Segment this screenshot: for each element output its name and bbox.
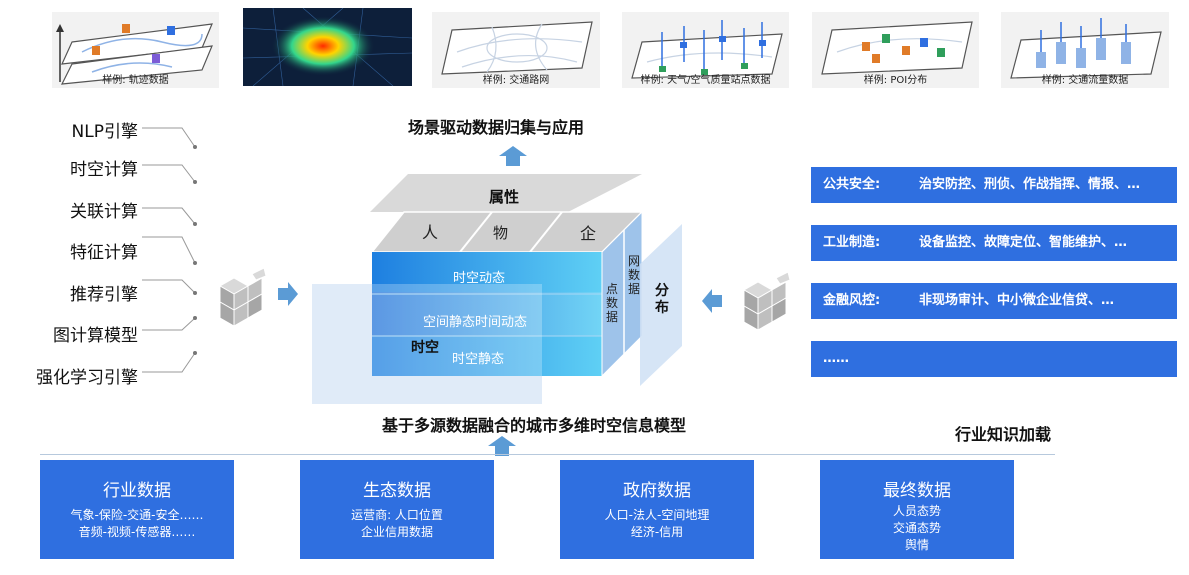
data-box-line: 人员态势	[892, 504, 941, 518]
data-cube-diagram	[312, 174, 682, 404]
industry-key: ……	[823, 351, 849, 366]
data-box-line: 经济-信用	[630, 525, 684, 539]
engine-connectors	[142, 127, 197, 373]
engine-recommend: 推荐引擎	[70, 285, 138, 305]
industry-data-box: 行业数据 气象-保险-交通-安全…… 音频-视频-传感器……	[40, 460, 234, 559]
engine-feature: 特征计算	[70, 243, 138, 263]
industry-value: 设备监控、故障定位、智能维护、…	[919, 235, 1128, 250]
poi-map-icon	[821, 21, 973, 75]
thumbnail-caption: 样例: 交通路网	[482, 75, 550, 86]
arrow-up-icon	[488, 436, 516, 456]
industry-key: 公共安全:	[823, 177, 881, 192]
industry-key: 工业制造:	[823, 235, 881, 250]
data-box-title: 最终数据	[883, 481, 951, 501]
engine-nlp: NLP引擎	[71, 122, 138, 142]
divider-line	[40, 454, 1055, 455]
thumbnail-caption: 样例: 天气/空气质量站点数据	[640, 75, 771, 86]
data-box-title: 政府数据	[623, 481, 691, 501]
arrow-right-icon	[278, 282, 298, 306]
ecosystem-data-box: 生态数据 运营商: 人口位置 企业信用数据	[300, 460, 494, 559]
spacetime-label: 时空	[411, 340, 439, 356]
industry-value: 非现场审计、中小微企业信贷、…	[919, 293, 1115, 308]
data-box-line: 音频-视频-传感器……	[78, 525, 196, 539]
distribution-label: 分布	[655, 283, 669, 316]
industry-value: 治安防控、刑侦、作战指挥、情报、…	[919, 177, 1141, 192]
heatmap-image	[243, 8, 412, 86]
point-data-label: 点数据	[606, 282, 619, 324]
industry-more: ……	[811, 341, 1177, 377]
attribute-label: 属性	[489, 188, 520, 206]
industry-manufacturing: 工业制造: 设备监控、故障定位、智能维护、…	[811, 225, 1177, 261]
arrow-left-icon	[702, 289, 722, 313]
attribute-person: 人	[422, 223, 439, 242]
final-data-box: 最终数据 人员态势 交通态势 舆情	[820, 460, 1014, 559]
layer-dynamic: 时空动态	[453, 271, 506, 286]
data-box-line: 交通态势	[892, 521, 941, 535]
arrow-up-icon	[499, 146, 527, 166]
thumbnail-caption: 样例: POI分布	[863, 75, 928, 86]
data-box-line: 企业信用数据	[360, 525, 433, 539]
layer-semi-static: 空间静态时间动态	[423, 315, 528, 330]
attribute-enterprise: 企	[580, 224, 597, 243]
thumbnail-weather-stations: 样例: 天气/空气质量站点数据	[622, 12, 789, 88]
cube-blocks-icon	[742, 272, 791, 331]
thumbnail-caption: 样例: 交通流量数据	[1041, 75, 1129, 86]
industry-public-safety: 公共安全: 治安防控、刑侦、作战指挥、情报、…	[811, 167, 1177, 203]
thumbnail-road-network: 样例: 交通路网	[432, 12, 600, 88]
government-data-box: 政府数据 人口-法人-空间地理 经济-信用	[560, 460, 754, 559]
data-box-line: 运营商: 人口位置	[351, 508, 443, 522]
attribute-object: 物	[493, 224, 509, 242]
thumbnail-caption: 样例: 轨迹数据	[102, 75, 169, 86]
data-box-line: 舆情	[904, 538, 929, 552]
knowledge-label: 行业知识加载	[955, 425, 1052, 444]
data-box-title: 生态数据	[363, 481, 431, 501]
thumbnail-trajectory: 样例: 轨迹数据	[52, 12, 219, 88]
engine-graph: 图计算模型	[53, 326, 138, 346]
cube-blocks-icon	[218, 268, 267, 327]
industry-financial-risk: 金融风控: 非现场审计、中小微企业信贷、…	[811, 283, 1177, 319]
industry-key: 金融风控:	[823, 293, 881, 308]
data-box-line: 气象-保险-交通-安全……	[70, 508, 204, 522]
thumbnail-traffic-flow: 样例: 交通流量数据	[1001, 12, 1169, 88]
data-box-title: 行业数据	[103, 481, 171, 501]
layer-static: 时空静态	[452, 352, 505, 367]
thumbnail-poi: 样例: POI分布	[812, 12, 979, 88]
road-network-icon	[441, 21, 593, 75]
scenario-title: 场景驱动数据归集与应用	[408, 118, 585, 137]
engine-spatiotemporal: 时空计算	[70, 160, 138, 180]
traffic-flow-icon	[1010, 18, 1162, 79]
trajectory-map-icon	[56, 23, 213, 85]
engine-rl: 强化学习引擎	[36, 368, 138, 388]
weather-station-icon	[631, 20, 783, 79]
network-data-label: 网数据	[628, 254, 641, 296]
thumbnail-heatmap	[243, 8, 412, 86]
attribute-plane	[370, 174, 642, 212]
model-title: 基于多源数据融合的城市多维时空信息模型	[382, 416, 687, 435]
engine-correlation: 关联计算	[70, 202, 138, 222]
data-box-line: 人口-法人-空间地理	[604, 508, 710, 522]
